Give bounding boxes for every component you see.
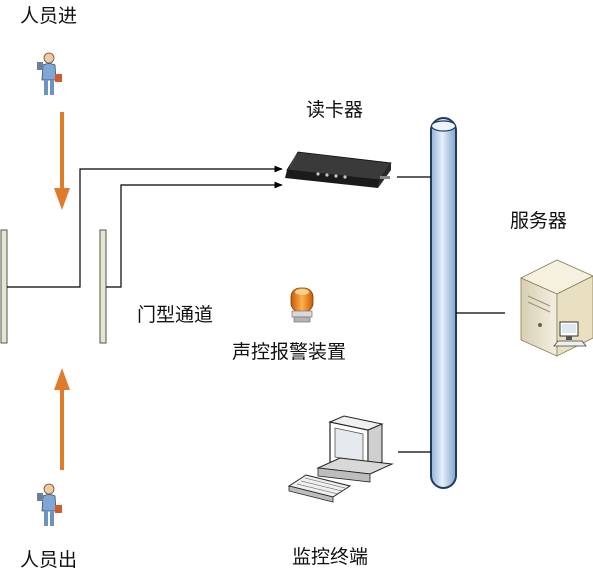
monitor-terminal-label: 监控终端 xyxy=(292,546,369,568)
server-label: 服务器 xyxy=(510,210,568,232)
gate-right-to-reader-line xyxy=(106,181,283,288)
computer-icon xyxy=(287,415,394,503)
gate-post-left xyxy=(0,229,8,344)
person-in-label: 人员进 xyxy=(20,5,78,27)
exit-arrow xyxy=(54,368,70,470)
server-icon xyxy=(520,259,593,357)
alarm-light-icon xyxy=(290,287,314,323)
network-bus xyxy=(430,117,457,489)
card-reader-icon xyxy=(285,151,392,188)
person-icon xyxy=(37,52,62,95)
entry-arrow xyxy=(54,112,70,210)
person-out-label: 人员出 xyxy=(20,549,78,571)
gate-channel-label: 门型通道 xyxy=(137,304,214,326)
gate-post-right xyxy=(99,229,107,344)
alarm-device-label: 声控报警装置 xyxy=(232,341,347,363)
gate-left-to-reader-line xyxy=(7,165,283,288)
card-reader-label: 读卡器 xyxy=(306,99,364,121)
person-icon xyxy=(37,483,62,526)
